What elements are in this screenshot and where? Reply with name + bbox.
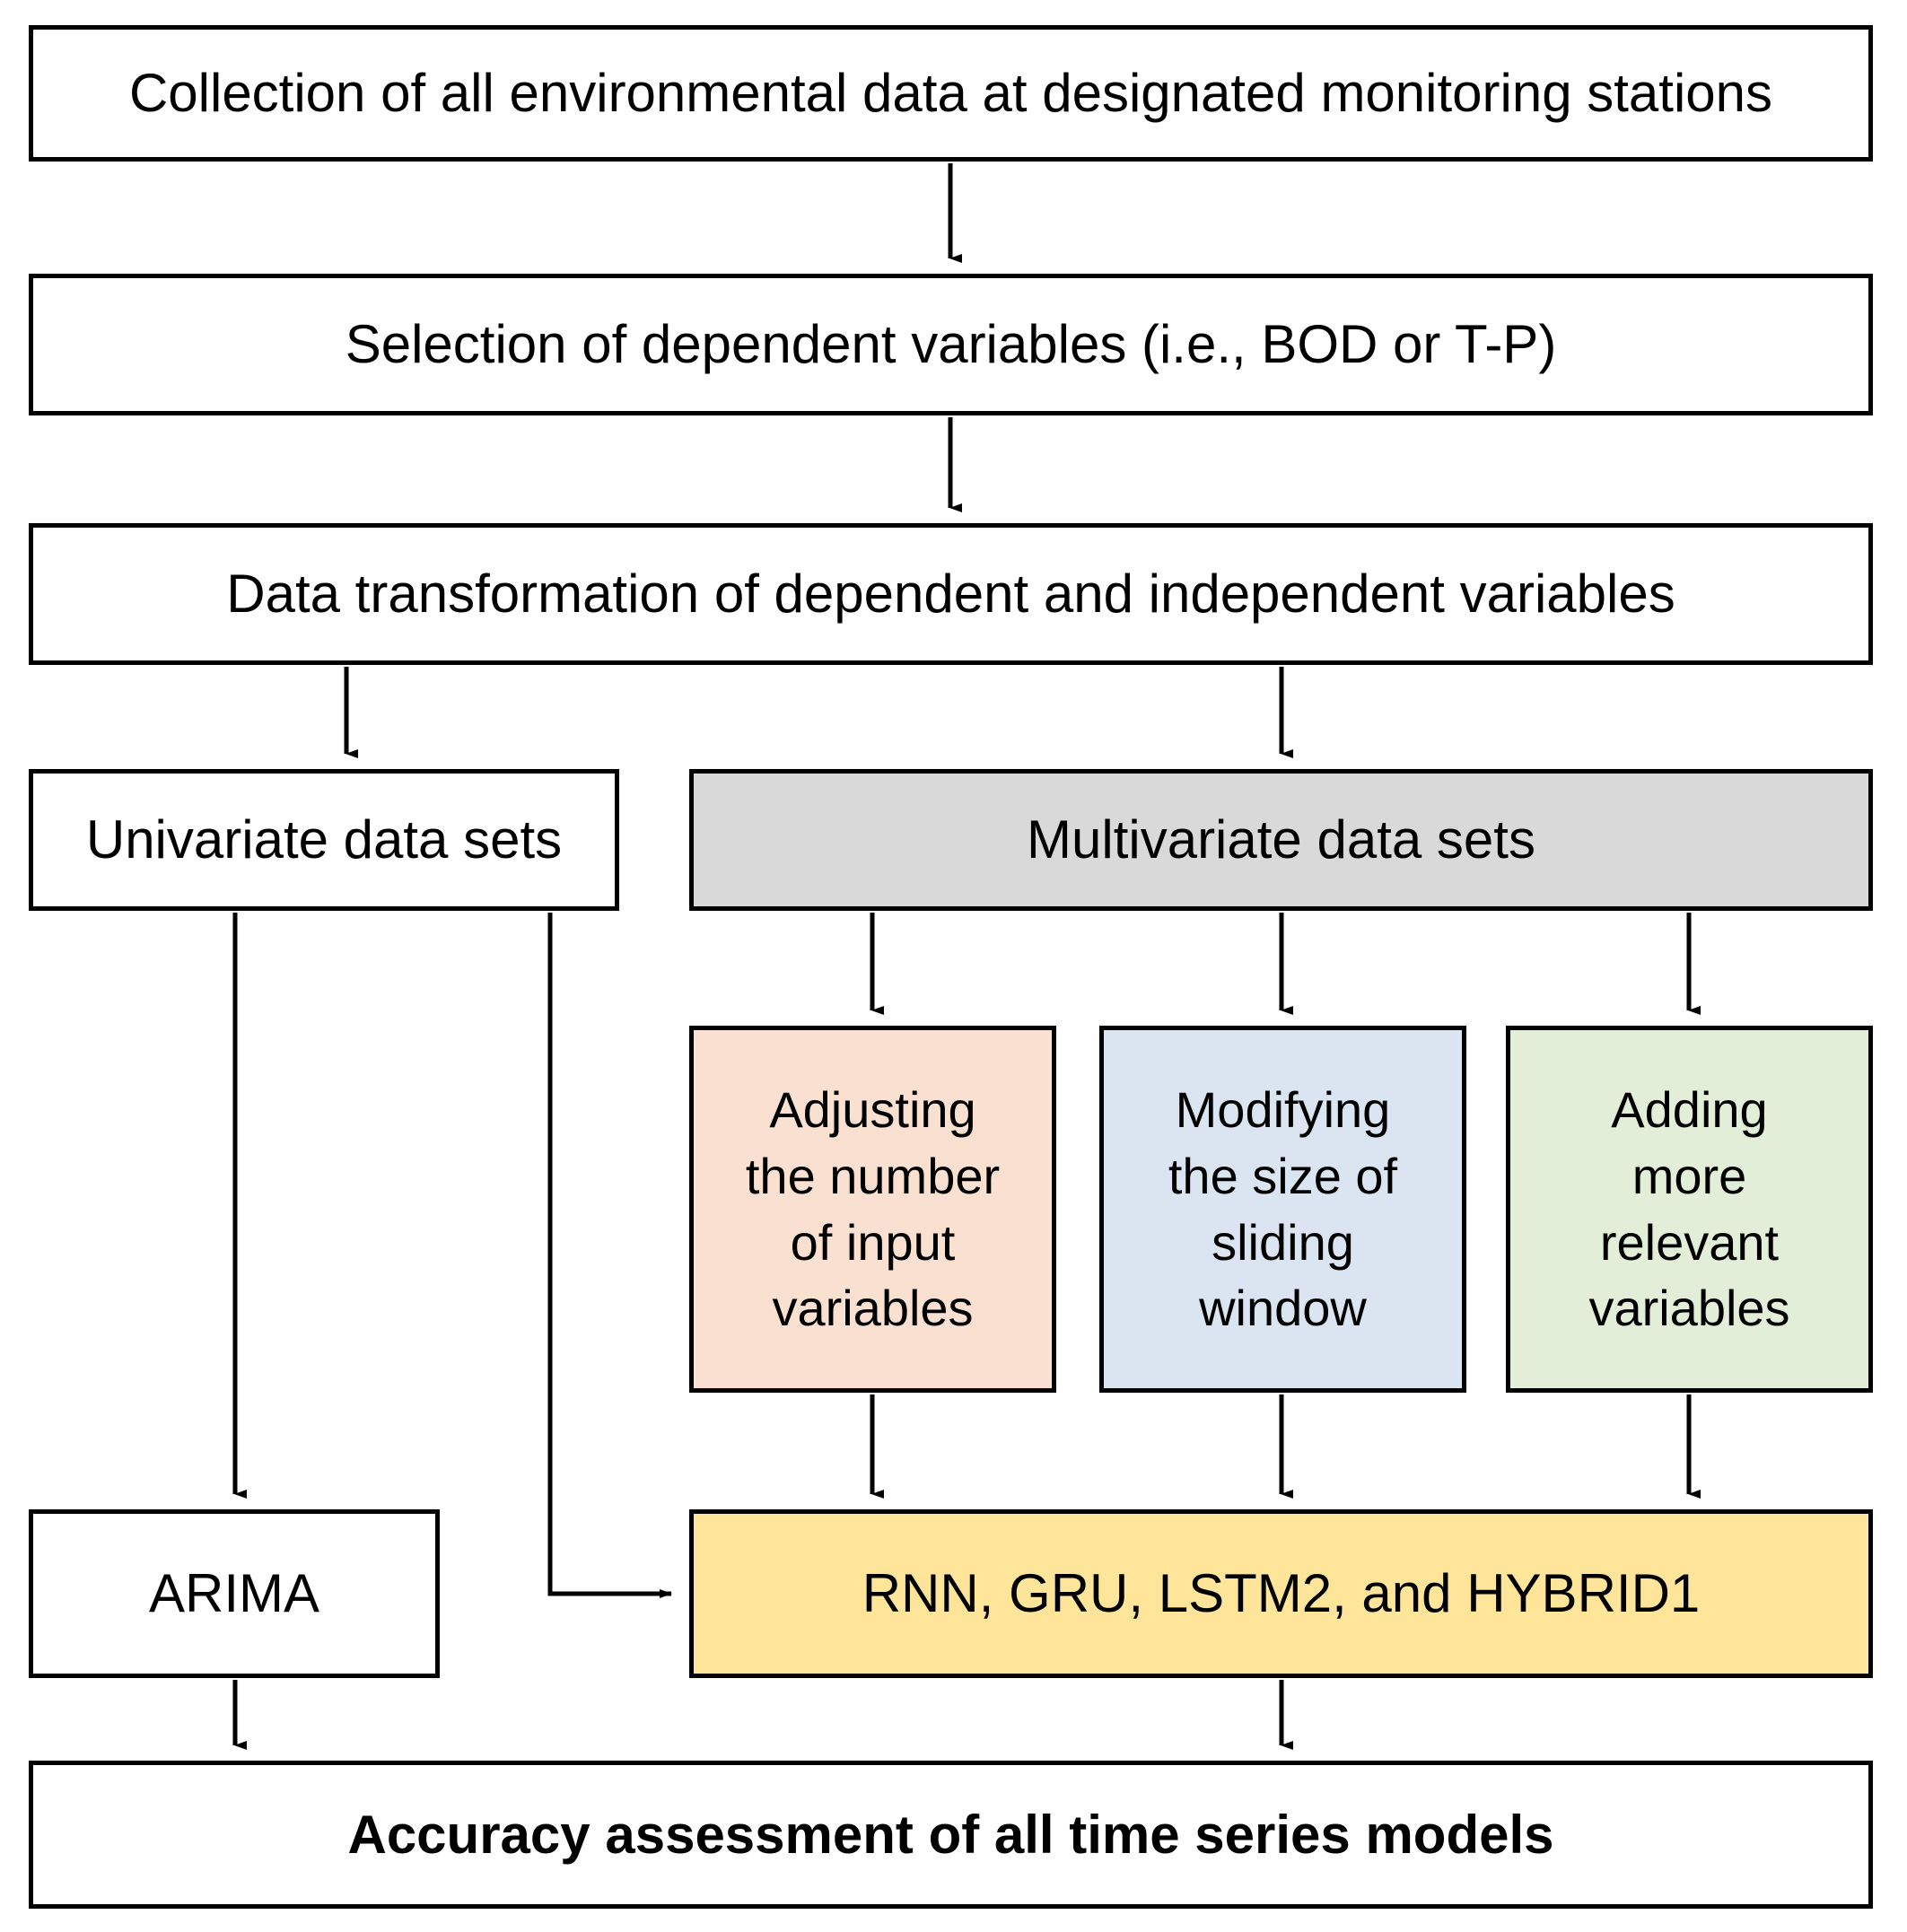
node-adding-relevant-variables[interactable]: Adding more relevant variables [1506, 1026, 1873, 1393]
node-multivariate-data-sets[interactable]: Multivariate data sets [689, 769, 1873, 911]
node-univariate-label: Univariate data sets [85, 809, 563, 870]
edge-univariate-to-models [547, 913, 672, 1598]
node-adding-label: Adding more relevant variables [1588, 1080, 1790, 1337]
node-selection[interactable]: Selection of dependent variables (i.e., … [29, 274, 1873, 415]
node-adjusting-input-variables[interactable]: Adjusting the number of input variables [689, 1026, 1056, 1393]
node-collection[interactable]: Collection of all environmental data at … [29, 25, 1873, 162]
node-adjusting-label: Adjusting the number of input variables [745, 1080, 1001, 1337]
node-accuracy-assessment[interactable]: Accuracy assessment of all time series m… [29, 1761, 1873, 1909]
node-modifying-sliding-window[interactable]: Modifying the size of sliding window [1099, 1026, 1466, 1393]
node-modifying-label: Modifying the size of sliding window [1168, 1080, 1398, 1337]
node-models-label: RNN, GRU, LSTM2, and HYBRID1 [862, 1563, 1701, 1624]
node-arima-label: ARIMA [148, 1563, 320, 1624]
node-collection-label: Collection of all environmental data at … [128, 63, 1773, 124]
node-deep-learning-models[interactable]: RNN, GRU, LSTM2, and HYBRID1 [689, 1509, 1873, 1678]
node-accuracy-label: Accuracy assessment of all time series m… [347, 1804, 1554, 1865]
node-arima[interactable]: ARIMA [29, 1509, 440, 1678]
node-univariate-data-sets[interactable]: Univariate data sets [29, 769, 619, 911]
node-multivariate-label: Multivariate data sets [1027, 809, 1535, 870]
node-transformation-label: Data transformation of dependent and ind… [226, 564, 1675, 625]
node-selection-label: Selection of dependent variables (i.e., … [345, 314, 1557, 375]
node-transformation[interactable]: Data transformation of dependent and ind… [29, 523, 1873, 665]
